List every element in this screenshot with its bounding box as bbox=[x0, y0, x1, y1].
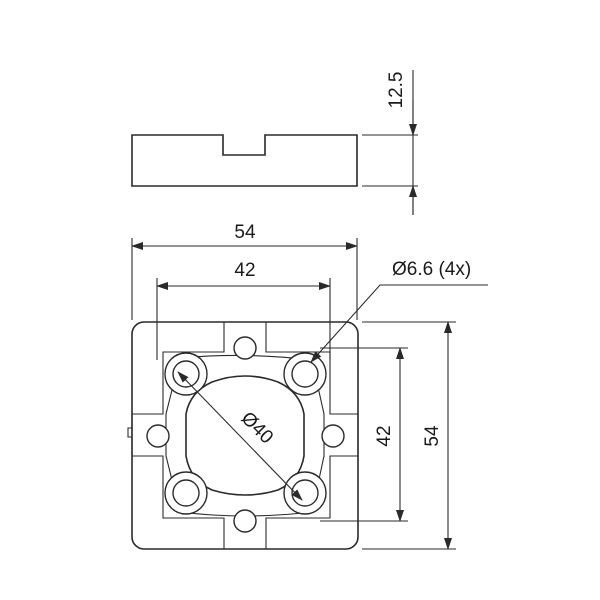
pin-hole-top bbox=[233, 336, 257, 360]
side-height-dim-label: 12.5 bbox=[386, 72, 407, 109]
counterbore-inner bbox=[172, 479, 200, 507]
pin-hole-left bbox=[146, 424, 170, 448]
mounting-hole-bottom-right bbox=[283, 471, 327, 515]
left-edge-notch bbox=[127, 427, 132, 438]
hole-spacing-width-dim-label: 42 bbox=[234, 260, 255, 281]
central-bore bbox=[185, 375, 305, 496]
side-view: 12.5 bbox=[131, 70, 418, 215]
pin-hole-right bbox=[321, 424, 345, 448]
overall-width-dim-label: 54 bbox=[234, 222, 256, 243]
pin-hole-bottom bbox=[233, 509, 257, 533]
counterbore-inner bbox=[291, 360, 319, 388]
top-view: Ø40 Ø6.6 (4x) 54 42 42 54 bbox=[127, 222, 488, 550]
side-view-outline bbox=[131, 134, 358, 187]
overall-height-dim-label: 54 bbox=[422, 425, 443, 447]
counterbore-inner bbox=[172, 360, 200, 388]
hole-callout-label: Ø6.6 (4x) bbox=[392, 259, 471, 280]
hole-callout-leader bbox=[310, 284, 488, 363]
mounting-hole-bottom-left bbox=[164, 471, 208, 515]
hole-spacing-height-dim-label: 42 bbox=[374, 425, 395, 446]
bore-diameter-leader bbox=[177, 371, 303, 501]
inner-pocket-outline bbox=[131, 321, 359, 550]
mounting-hole-top-right bbox=[283, 352, 327, 396]
bore-diameter-label: Ø40 bbox=[237, 408, 277, 448]
mounting-hole-top-left bbox=[164, 352, 208, 396]
